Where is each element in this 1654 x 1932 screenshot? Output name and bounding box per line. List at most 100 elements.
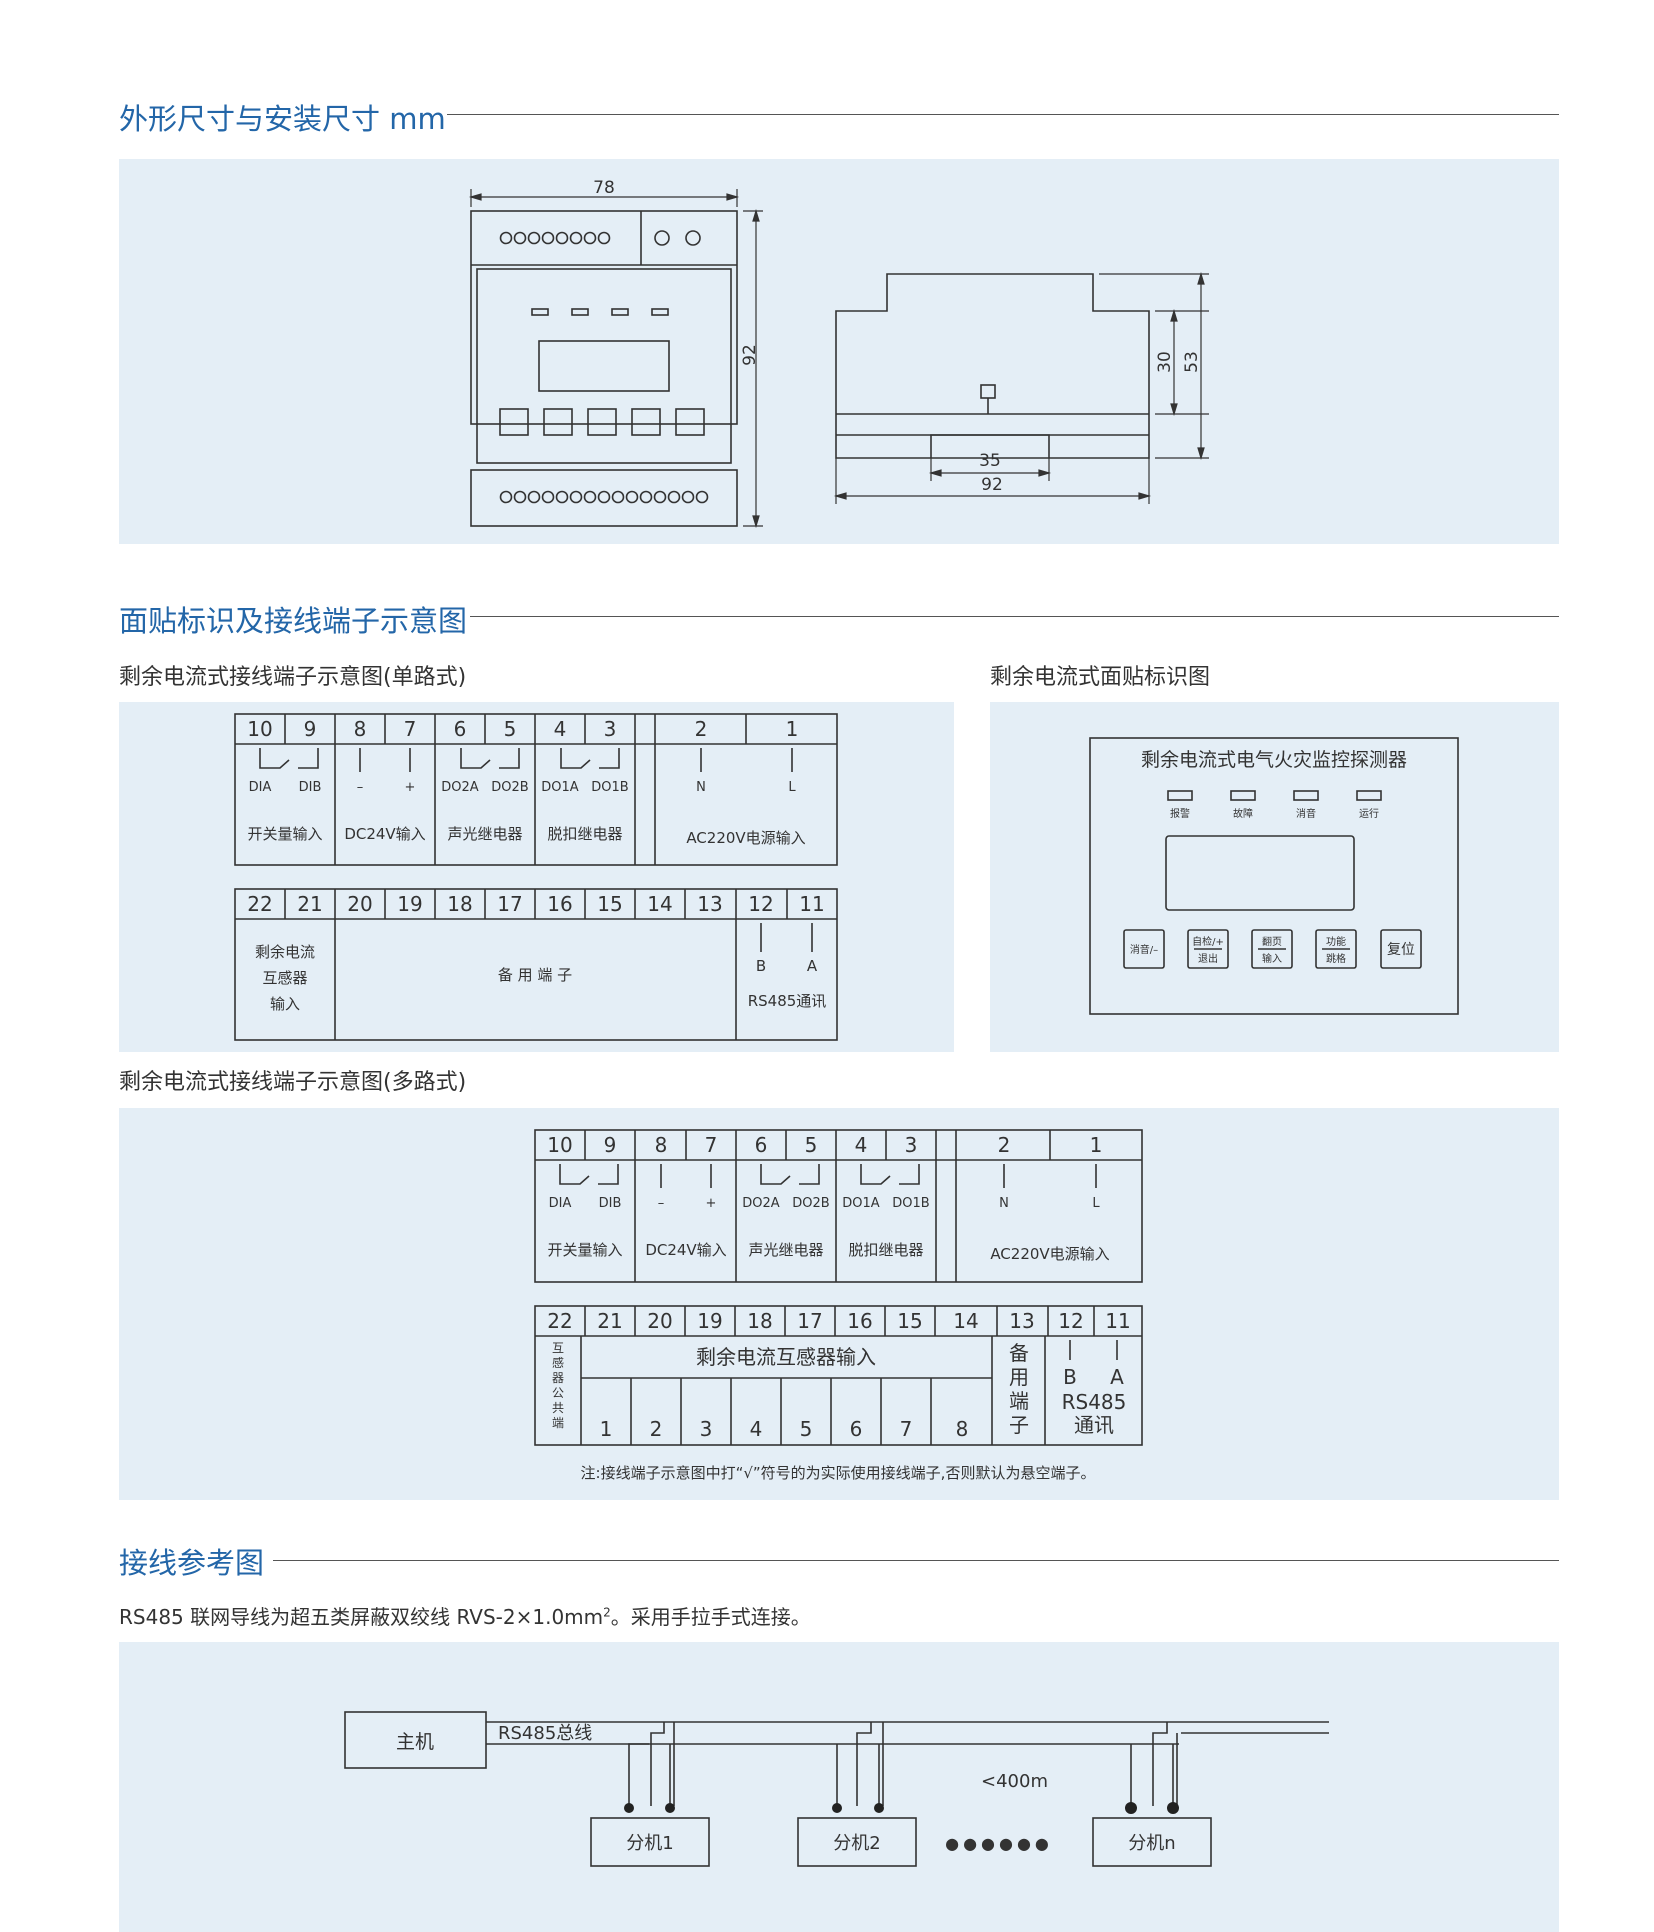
terminal-number: 17: [797, 1309, 822, 1333]
led-label: 报警: [1170, 807, 1190, 820]
ct-input-label: 剩余电流互感器输入: [696, 1345, 876, 1369]
terminal-number: 13: [697, 892, 722, 916]
terminal-number: 3: [604, 717, 617, 741]
ct-channel: 5: [800, 1417, 813, 1441]
more-slaves-ellipsis: ●●●●●●: [945, 1834, 1053, 1853]
rs485-label: RS485: [1062, 1390, 1127, 1414]
terminal-number: 5: [504, 717, 517, 741]
spare-terminal-label: 备 用 端 子: [498, 966, 572, 984]
single-terminal-title: 剩余电流式接线端子示意图(单路式): [119, 665, 467, 690]
wiring-diagram: 主机 RS485总线 <400m 分机1 分机2 分机n ●●●●●●: [344, 1711, 1329, 1867]
terminal-signal: DO1B: [591, 780, 628, 795]
section-rule: [273, 1560, 1559, 1561]
section-rule: [447, 114, 1559, 115]
terminal-group-label: 声光继电器: [447, 825, 522, 843]
terminal-number: 20: [647, 1309, 672, 1333]
terminal-signal: +: [405, 780, 416, 795]
terminal-number: 4: [855, 1133, 868, 1157]
terminal-number: 1: [786, 717, 799, 741]
terminal-signal: DO2B: [491, 780, 528, 795]
dim-w35: 35: [979, 451, 1001, 471]
terminal-number: 10: [547, 1133, 572, 1157]
terminal-number: 1: [1090, 1133, 1103, 1157]
panel-label-diagram: 剩余电流式电气火灾监控探测器 报警 故障 消音 运行 消音/– 自检/+ 退出 …: [1089, 737, 1459, 1015]
common-terminal-label: 公: [552, 1386, 564, 1400]
ct-channel: 1: [600, 1417, 613, 1441]
terminal-signal: N: [696, 780, 706, 795]
dim-h53: 53: [1182, 351, 1202, 373]
terminal-number: 21: [597, 1309, 622, 1333]
common-terminal-label: 端: [552, 1416, 564, 1430]
section-title-labeling: 面贴标识及接线端子示意图: [119, 604, 468, 638]
slave-label: 分机1: [626, 1833, 673, 1854]
terminal-number: 14: [647, 892, 672, 916]
terminal-number: 16: [847, 1309, 872, 1333]
terminal-number: 22: [547, 1309, 572, 1333]
button-label: 跳格: [1326, 952, 1346, 965]
terminal-number: 10: [247, 717, 272, 741]
ct-channel: 7: [900, 1417, 913, 1441]
terminal-number: 19: [397, 892, 422, 916]
terminal-number: 20: [347, 892, 372, 916]
terminal-number: 19: [697, 1309, 722, 1333]
terminal-signal: DO2A: [441, 780, 479, 795]
terminal-signal: DO1A: [541, 780, 579, 795]
ct-channel: 2: [650, 1417, 663, 1441]
terminal-signal: +: [706, 1196, 717, 1211]
terminal-group-label: 声光继电器: [748, 1241, 823, 1259]
button-label: 功能: [1326, 935, 1346, 948]
terminal-number: 7: [705, 1133, 718, 1157]
terminal-signal: L: [788, 780, 796, 795]
terminal-number: 18: [747, 1309, 772, 1333]
panel-label-title: 剩余电流式面贴标识图: [990, 665, 1211, 690]
section-rule: [470, 616, 1559, 617]
multi-terminal-panel: 10 9 8 7 6 5 4 3 2 1 DIA DIB – + DO2A DO…: [119, 1108, 1559, 1500]
terminal-number: 8: [655, 1133, 668, 1157]
led-label: 故障: [1233, 807, 1253, 820]
dim-height-front: 92: [740, 344, 760, 366]
common-terminal-label: 感: [552, 1355, 564, 1370]
button-label: 翻页: [1262, 936, 1282, 948]
distance-label: <400m: [981, 1771, 1048, 1792]
terminal-number: 4: [554, 717, 567, 741]
terminal-number: 9: [304, 717, 317, 741]
dim-w92: 92: [981, 475, 1003, 495]
terminal-number: 5: [805, 1133, 818, 1157]
rs485-signal: A: [1110, 1365, 1124, 1389]
terminal-signal: DIB: [599, 1196, 622, 1211]
button-label: 退出: [1198, 952, 1218, 965]
terminal-signal: DO1B: [892, 1196, 929, 1211]
terminal-group-label: 脱扣继电器: [547, 825, 622, 843]
terminal-group-label: AC220V电源输入: [686, 829, 805, 847]
single-terminal-panel: 10 9 8 7 6 5 4 3 2 1 DIA DIB – + DO2A DO…: [119, 702, 954, 1052]
led-label: 运行: [1359, 807, 1379, 820]
terminal-number: 17: [497, 892, 522, 916]
spare-terminal-label: 子: [1009, 1413, 1029, 1437]
ct-channel: 4: [750, 1417, 763, 1441]
terminal-number: 22: [247, 892, 272, 916]
slave-label: 分机2: [833, 1833, 880, 1854]
ct-input-label: 剩余电流: [255, 943, 315, 961]
terminal-number: 6: [454, 717, 467, 741]
terminal-number: 13: [1009, 1309, 1034, 1333]
multi-terminal-title: 剩余电流式接线端子示意图(多路式): [119, 1070, 467, 1095]
rs485-label: RS485通讯: [748, 992, 827, 1010]
terminal-signal: DIA: [549, 1196, 572, 1211]
bus-label: RS485总线: [498, 1723, 592, 1744]
terminal-signal: DO1A: [842, 1196, 880, 1211]
terminal-group-label: AC220V电源输入: [990, 1245, 1109, 1263]
common-terminal-label: 互: [552, 1341, 564, 1355]
terminal-number: 15: [897, 1309, 922, 1333]
button-label: 输入: [1262, 952, 1282, 965]
terminal-signal: DO2B: [792, 1196, 829, 1211]
rs485-signal: B: [756, 957, 766, 975]
terminal-number: 8: [354, 717, 367, 741]
panel-label-panel: 剩余电流式电气火灾监控探测器 报警 故障 消音 运行 消音/– 自检/+ 退出 …: [990, 702, 1559, 1052]
rs485-cable-note: RS485 联网导线为超五类屏蔽双绞线 RVS-2×1.0mm2。采用手拉手式连…: [119, 1601, 811, 1630]
terminal-signal: DIA: [249, 780, 272, 795]
terminal-number: 15: [597, 892, 622, 916]
dimension-drawing: 78 92 30 53 35 92: [468, 178, 1209, 529]
terminal-group-label: DC24V输入: [645, 1241, 726, 1259]
led-label: 消音: [1296, 807, 1316, 820]
rs485-cable-note-tail: 。采用手拉手式连接。: [610, 1605, 811, 1629]
